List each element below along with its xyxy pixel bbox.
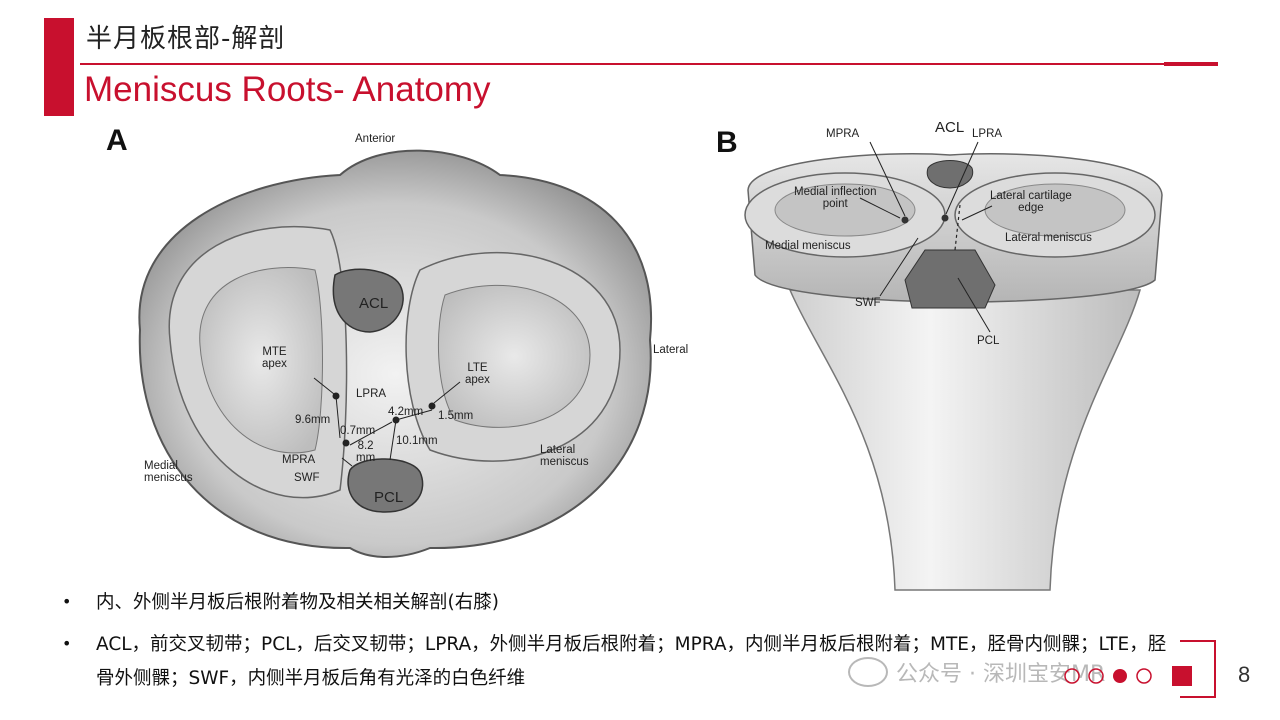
label-dist-9-6mm: 9.6mm <box>295 414 331 426</box>
figure-b-illustration <box>744 141 1163 591</box>
bullet-text: 内、外侧半月板后根附着物及相关相关解剖(右膝) <box>96 592 499 613</box>
label-dist-4-2mm: 4.2mm <box>388 406 424 418</box>
bullet-item: • 内、外侧半月板后根附着物及相关相关解剖(右膝) <box>62 586 1182 620</box>
label-mte-apex: MTE apex <box>262 346 287 371</box>
label-swf: SWF <box>294 472 320 484</box>
label-medial-meniscus: Medial meniscus <box>144 460 193 485</box>
bullet-item: • ACL，前交叉韧带；PCL，后交叉韧带；LPRA，外侧半月板后根附着；MPR… <box>62 628 1182 696</box>
label-dist-10-1mm: 10.1mm <box>396 435 438 447</box>
label-b-pcl: PCL <box>977 335 1000 347</box>
slide-title-chinese: 半月板根部-解剖 <box>86 24 286 54</box>
decorative-circles <box>1064 666 1192 686</box>
label-mpra: MPRA <box>282 454 316 466</box>
title-divider-tab <box>1164 62 1218 66</box>
bullet-marker: • <box>62 634 72 653</box>
label-lpra: LPRA <box>356 388 387 400</box>
label-b-lpra: LPRA <box>972 128 1003 140</box>
label-lte-apex: LTE apex <box>465 362 490 387</box>
label-b-lateral-meniscus: Lateral meniscus <box>1005 232 1092 244</box>
header-accent-bar <box>44 18 74 116</box>
bullet-text: ACL，前交叉韧带；PCL，后交叉韧带；LPRA，外侧半月板后根附着；MPRA，… <box>96 634 1167 689</box>
label-b-acl: ACL <box>935 119 965 136</box>
label-dist-0-7mm: 0.7mm <box>340 425 376 437</box>
figure-a-tibial-plateau: A Anterior Lateral ACL PCL MTE apex LTE … <box>100 120 720 590</box>
panel-label-a: A <box>106 124 128 157</box>
slide-title-english: Meniscus Roots- Anatomy <box>84 70 491 109</box>
bullet-marker: • <box>62 592 72 611</box>
label-lateral-meniscus: Lateral meniscus <box>540 444 589 469</box>
label-dist-1-5mm: 1.5mm <box>438 410 474 422</box>
wechat-icon <box>848 657 888 687</box>
figure-a-illustration <box>138 149 653 558</box>
label-dist-8-2mm: 8.2 mm <box>356 440 376 465</box>
label-anterior: Anterior <box>355 133 396 145</box>
label-pcl: PCL <box>374 489 404 506</box>
label-b-mpra: MPRA <box>826 128 860 140</box>
panel-label-b: B <box>716 126 738 159</box>
title-divider <box>80 63 1218 65</box>
label-b-medial-meniscus: Medial meniscus <box>765 240 851 252</box>
bullet-list: • 内、外侧半月板后根附着物及相关相关解剖(右膝) • ACL，前交叉韧带；PC… <box>62 586 1182 704</box>
label-b-swf: SWF <box>855 297 881 309</box>
page-number: 8 <box>1238 662 1251 687</box>
label-b-medial-inflection-point: Medial inflection point <box>794 186 877 211</box>
label-lateral: Lateral <box>653 344 689 356</box>
page-number-frame <box>1180 640 1216 698</box>
label-b-lateral-cartilage-edge: Lateral cartilage edge <box>990 190 1072 215</box>
figure-b-tibia-oblique: B ACL MPRA LPRA Medial inflection point … <box>700 110 1200 595</box>
label-acl: ACL <box>359 295 389 312</box>
